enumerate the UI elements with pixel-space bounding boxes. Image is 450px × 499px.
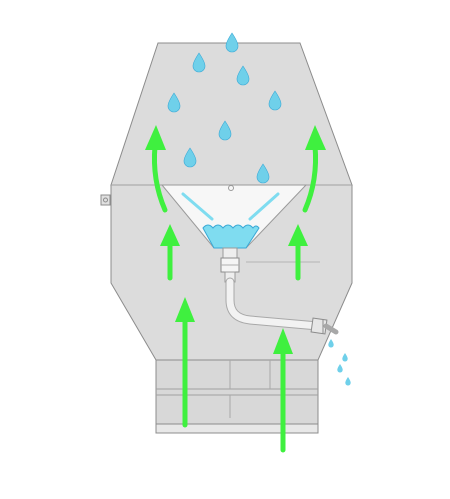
collected-water — [202, 224, 260, 249]
airflow-arrows — [145, 125, 326, 453]
duct-collar — [155, 359, 319, 433]
arrow-up-icon — [302, 143, 319, 213]
arrow-up-icon — [151, 143, 168, 213]
raindrop-icon — [225, 32, 239, 53]
drain-neck — [222, 247, 238, 259]
side-bracket — [100, 194, 111, 206]
outflow-drops — [328, 338, 351, 386]
duct-rim — [155, 423, 319, 434]
